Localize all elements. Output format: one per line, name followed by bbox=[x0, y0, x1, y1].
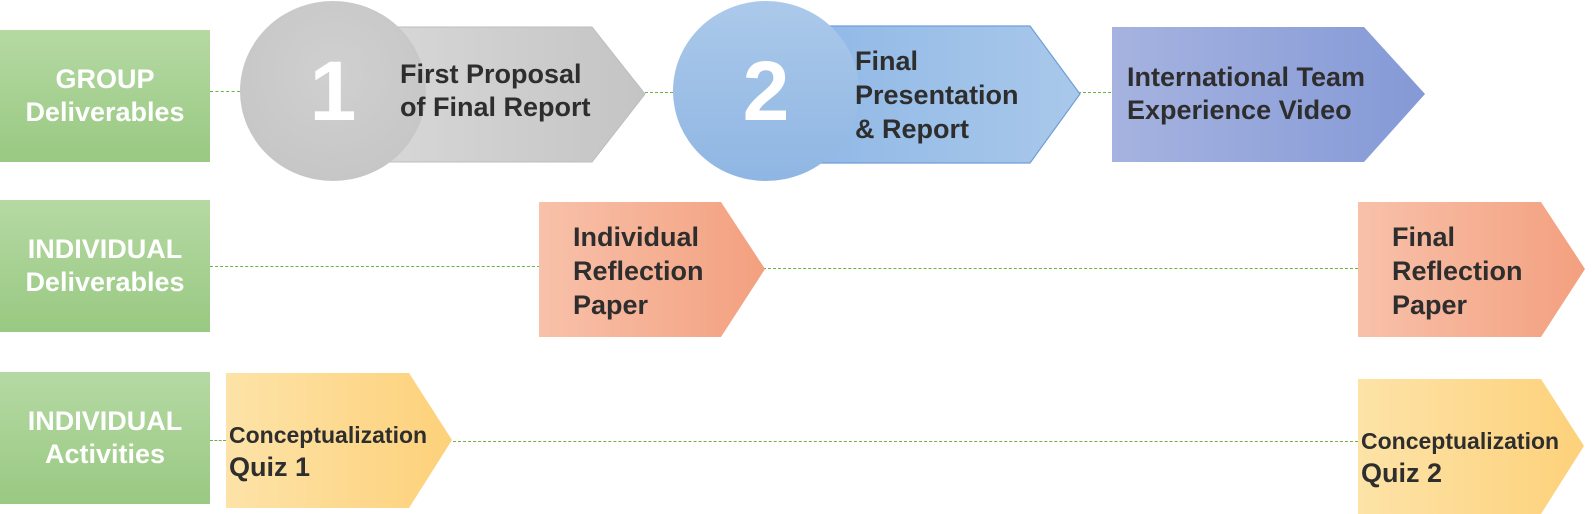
label-line: of Final Report bbox=[400, 92, 591, 122]
label-line: Conceptualization bbox=[229, 422, 428, 448]
individual-activities-connector-2 bbox=[448, 441, 1358, 442]
row-label-line2: Deliverables bbox=[25, 97, 185, 127]
label-line: Paper bbox=[573, 290, 649, 320]
group-connector-1 bbox=[210, 91, 240, 92]
individual-activity-1-arrow bbox=[226, 373, 456, 508]
group-item-2-label: Final Presentation & Report bbox=[855, 44, 1019, 146]
label-line: Individual bbox=[573, 222, 700, 252]
row-label-line1: INDIVIDUAL bbox=[27, 234, 183, 264]
group-item-1-number: 1 bbox=[309, 43, 357, 138]
label-line: Presentation bbox=[855, 80, 1019, 110]
row-label-line1: GROUP bbox=[55, 64, 155, 94]
individual-deliverables-connector-2 bbox=[763, 268, 1358, 269]
group-item-2-number: 2 bbox=[742, 43, 790, 138]
individual-deliverable-2-label: Final Reflection Paper bbox=[1392, 220, 1523, 322]
individual-activity-2-label: Conceptualization Quiz 2 bbox=[1361, 425, 1559, 489]
label-line: & Report bbox=[855, 114, 969, 144]
label-line: Conceptualization bbox=[1361, 428, 1560, 454]
label-line: Final bbox=[1392, 222, 1456, 252]
individual-deliverables-connector-1 bbox=[210, 266, 540, 267]
label-line: First Proposal bbox=[400, 59, 582, 89]
individual-deliverable-1-arrow bbox=[539, 202, 767, 337]
group-item-3-label: International Team Experience Video bbox=[1127, 61, 1365, 127]
label-line: Quiz 1 bbox=[229, 452, 311, 482]
individual-deliverable-1-label: Individual Reflection Paper bbox=[573, 220, 704, 322]
row-label-line2: Deliverables bbox=[25, 267, 185, 297]
label-line: Reflection bbox=[1392, 256, 1523, 286]
row-label-individual-activities: INDIVIDUAL Activities bbox=[0, 372, 210, 504]
label-line: International Team bbox=[1127, 62, 1366, 92]
label-line: Final bbox=[855, 46, 919, 76]
group-item-2-number-circle: 2 bbox=[673, 1, 859, 181]
individual-activity-1-label: Conceptualization Quiz 1 bbox=[229, 419, 427, 483]
individual-activity-2-arrow bbox=[1358, 379, 1588, 514]
row-label-group-deliverables: GROUP Deliverables bbox=[0, 30, 210, 162]
label-line: Experience Video bbox=[1127, 95, 1352, 125]
label-line: Reflection bbox=[573, 256, 704, 286]
row-label-line1: INDIVIDUAL bbox=[27, 406, 183, 436]
individual-deliverable-2-arrow bbox=[1358, 202, 1588, 337]
individual-activities-connector-1 bbox=[210, 440, 226, 441]
group-item-3-arrow bbox=[1112, 27, 1427, 162]
row-label-line2: Activities bbox=[44, 439, 166, 469]
group-connector-2 bbox=[635, 92, 673, 93]
row-label-individual-deliverables: INDIVIDUAL Deliverables bbox=[0, 200, 210, 332]
group-connector-3 bbox=[1063, 92, 1111, 93]
group-item-1-number-circle: 1 bbox=[240, 1, 426, 181]
group-item-1-label: First Proposal of Final Report bbox=[400, 58, 591, 124]
label-line: Paper bbox=[1392, 290, 1468, 320]
label-line: Quiz 2 bbox=[1361, 458, 1443, 488]
